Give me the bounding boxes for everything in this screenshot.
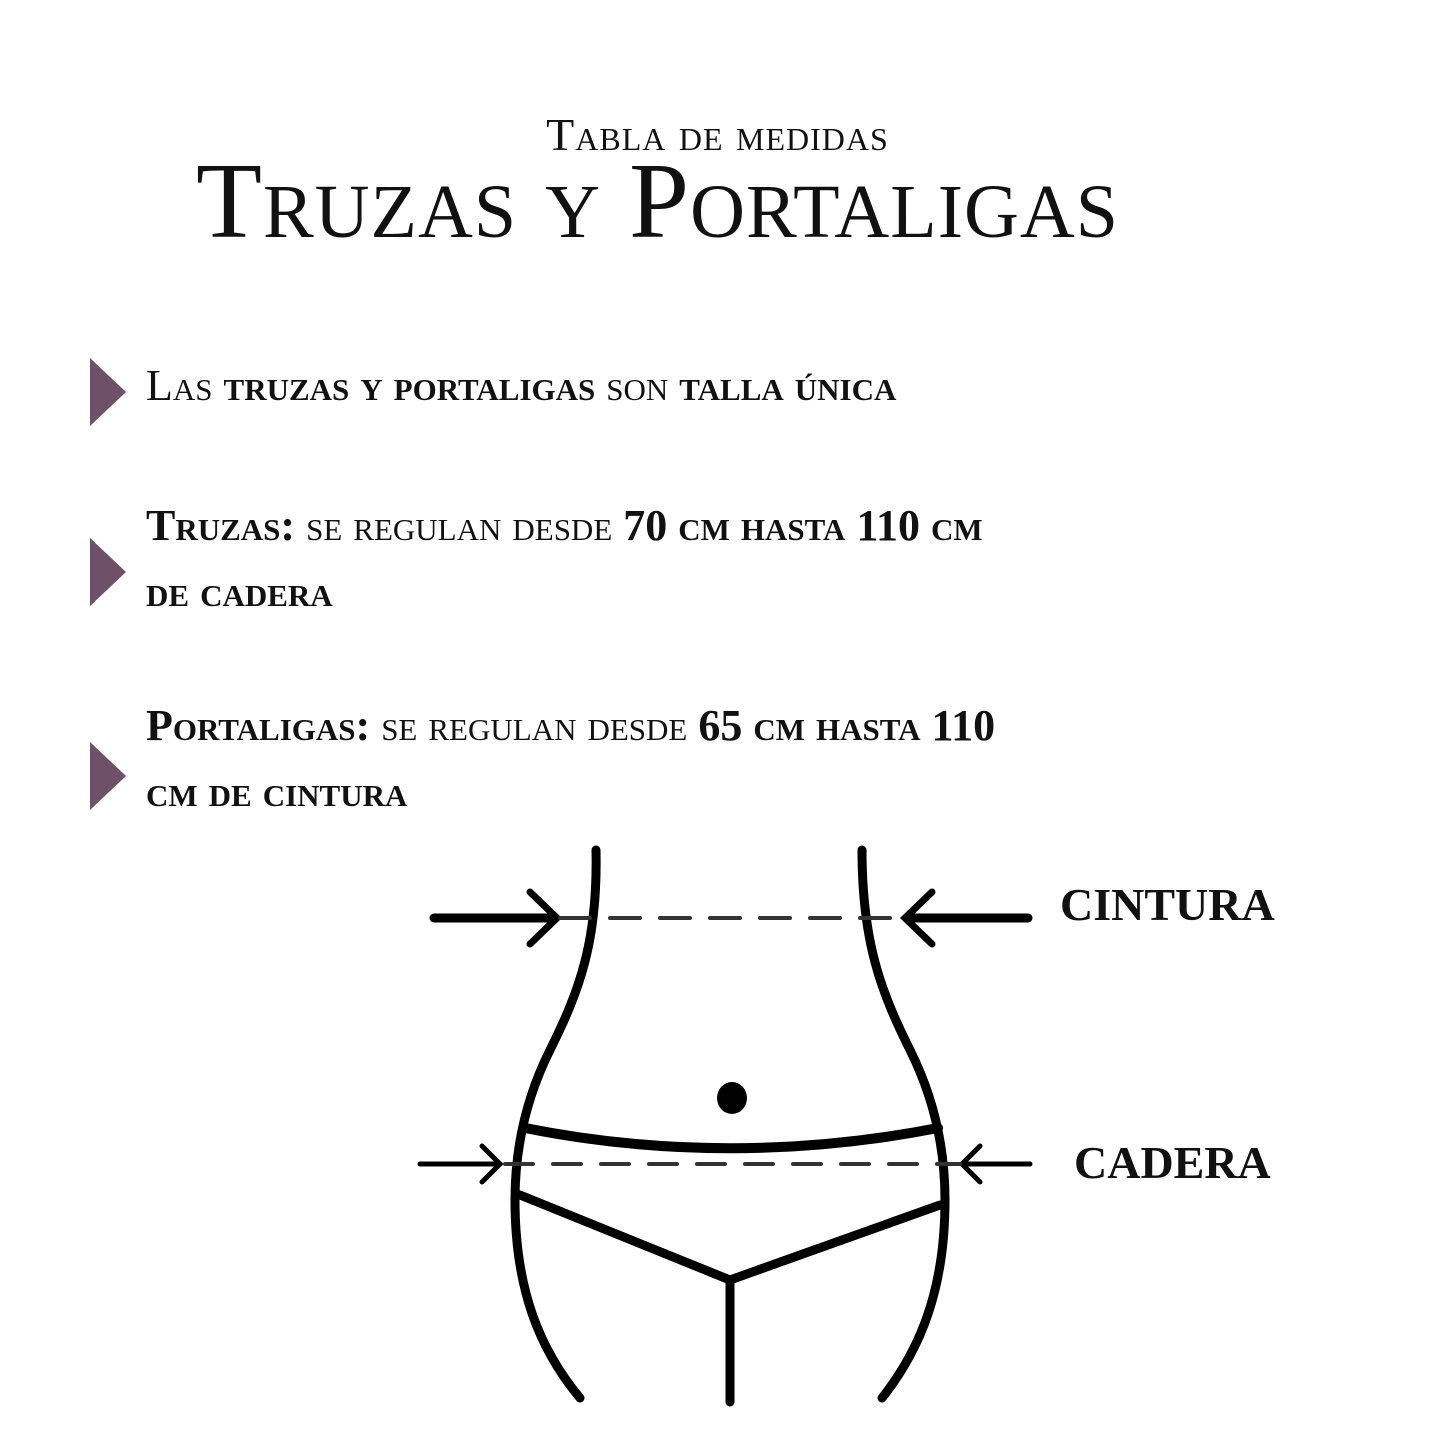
bullet-3-line-1: Portaligas: se regulan desde 65 cm hasta… [146,701,996,750]
bullet-1-text: Las truzas y portaligas son talla única [146,361,897,410]
bullet-3-line-2: cm de cintura [146,767,408,816]
waist-label: CINTURA [1060,879,1275,930]
hip-arrows [417,1143,1033,1185]
subtitle: Tabla de medidas [546,109,889,160]
hip-label: CADERA [1074,1137,1271,1188]
bullet-2-line-2: de cadera [146,567,333,616]
navel-dot [717,1082,747,1114]
bullet-2-line-1: Truzas: se regulan desde 70 cm hasta 110… [146,501,983,550]
page-title: Truzas y Portaligas [196,142,1120,261]
bullet-arrow-icon [90,742,126,810]
bullet-arrow-icon [90,538,126,606]
waist-arrows [429,888,1033,948]
bullet-arrow-icon [90,358,126,426]
